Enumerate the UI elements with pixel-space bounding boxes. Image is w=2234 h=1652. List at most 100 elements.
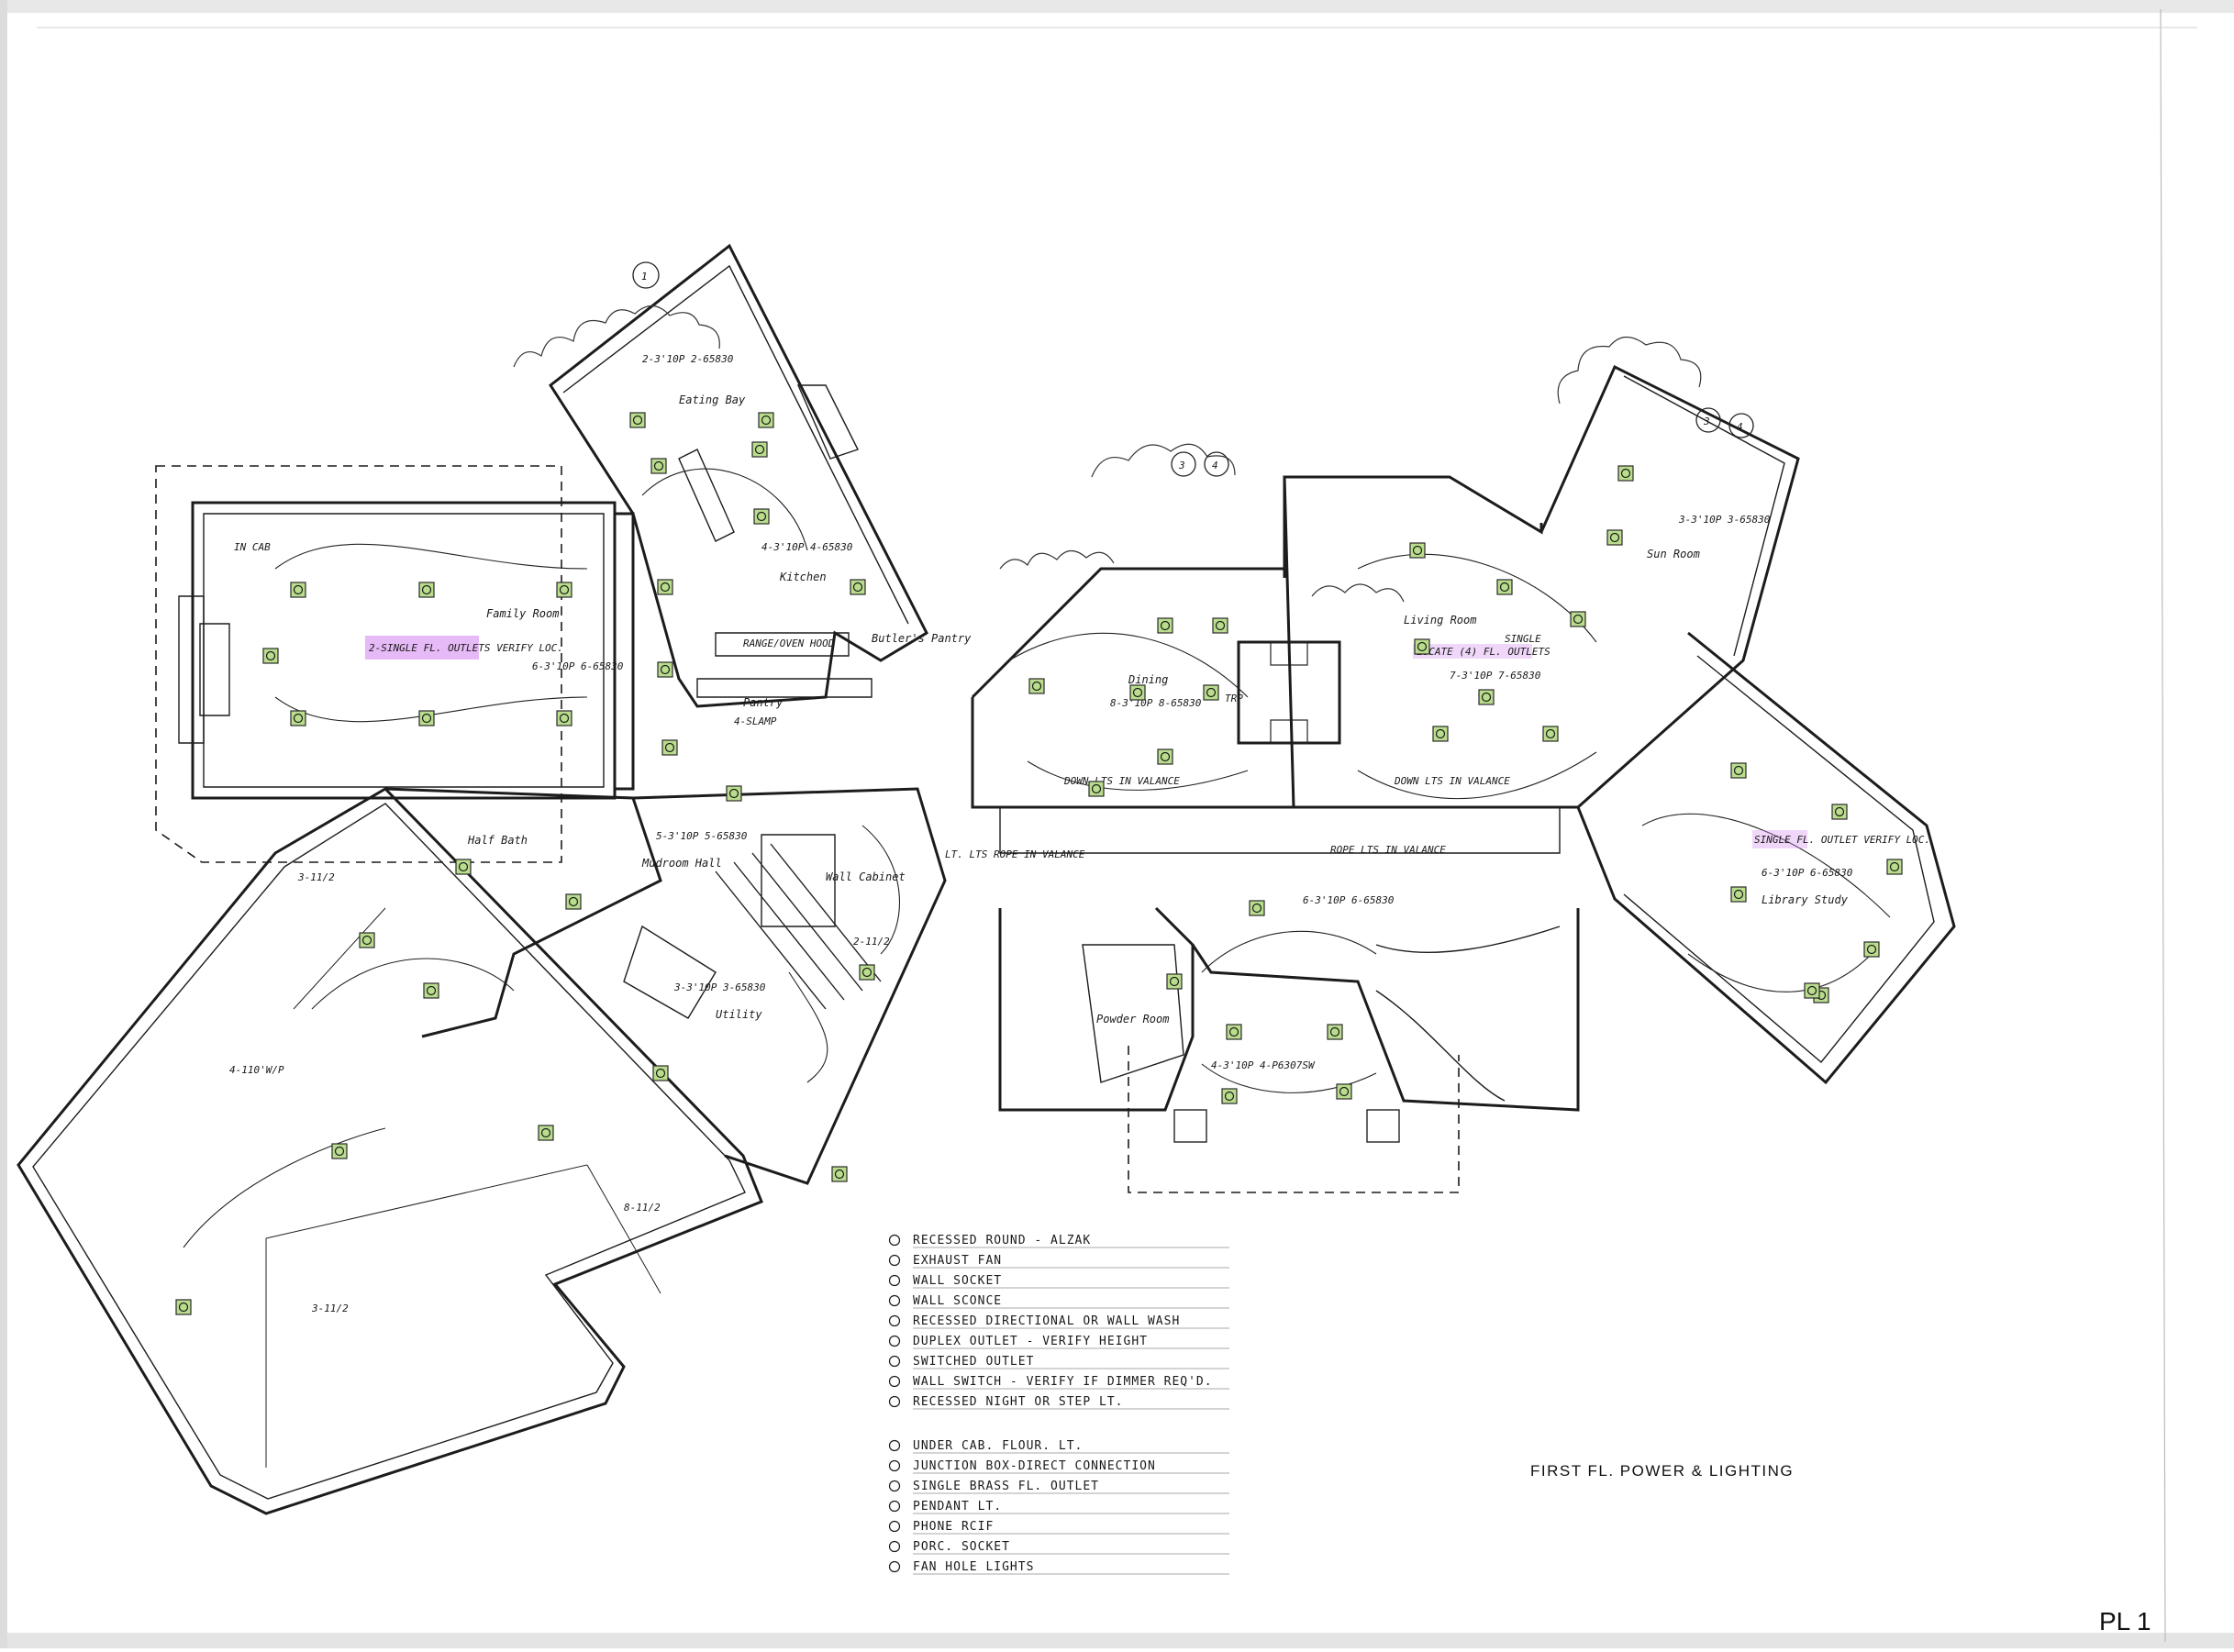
recessed-fixture-icon [556, 582, 572, 598]
note-family-outlets: 2-SINGLE FL. OUTLETS VERIFY LOC. [369, 642, 563, 654]
recessed-fixture-icon [753, 508, 770, 525]
switched-outlet-icon [888, 1355, 901, 1368]
recessed-fixture-icon [290, 582, 306, 598]
legend-row: JUNCTION BOX-DIRECT CONNECTION [888, 1459, 1229, 1474]
recessed-fixture-icon [657, 661, 673, 678]
note-dining-fixtures: 8-3'10P 8-65830 [1110, 697, 1202, 709]
legend-row: PENDANT LT. [888, 1500, 1229, 1514]
recessed-fixture-icon [423, 982, 439, 999]
landscaping [513, 305, 1702, 603]
kitchen-block [548, 243, 928, 708]
recessed-fixture-icon [1570, 611, 1586, 627]
sheet-number: PL 1 [2099, 1607, 2151, 1635]
junction-box-icon [888, 1459, 901, 1472]
recessed-fixture-icon [1166, 973, 1183, 990]
legend-row: RECESSED DIRECTIONAL OR WALL WASH [888, 1314, 1229, 1329]
recessed-fixture-icon [331, 1143, 348, 1159]
foyer-block [998, 906, 1580, 1193]
legend-row: PORC. SOCKET [888, 1540, 1229, 1555]
note-living-single: SINGLE [1505, 633, 1541, 645]
recessed-fixture-icon [556, 710, 572, 726]
room-label-living: Living Room [1404, 614, 1476, 626]
room-label-wall-cabinet: Wall Cabinet [826, 870, 906, 883]
note-utility-fixtures: 3-3'10P 3-65830 [673, 981, 766, 993]
recessed-fixture-icon [1886, 859, 1903, 875]
garage-block [17, 787, 763, 1515]
grid-tag-5: 4 [1737, 421, 1743, 433]
note-living-fixtures: 7-3'10P 7-65830 [1450, 670, 1541, 682]
living-note-highlight [1413, 644, 1532, 659]
recessed-fixture-icon [1028, 678, 1045, 694]
grid-tag-3: 4 [1212, 460, 1218, 471]
legend-label: WALL SOCKET [913, 1274, 1002, 1288]
note-trp: TRP [1225, 693, 1243, 704]
recessed-fixture-icon [1129, 684, 1146, 701]
legend-label: RECESSED DIRECTIONAL OR WALL WASH [913, 1314, 1180, 1328]
recessed-fixture-icon [1432, 726, 1449, 742]
recessed-fixture-icon [1409, 542, 1426, 559]
scan-edge-bottom [0, 1633, 2234, 1648]
room-label-eating-bay: Eating Bay [679, 394, 746, 406]
recessed-fixture-icon [1730, 886, 1747, 903]
recessed-fixtures [175, 412, 1903, 1315]
room-label-half-bath: Half Bath [467, 834, 528, 847]
recessed-fixture-icon [1617, 465, 1634, 482]
room-label-kitchen: Kitchen [779, 571, 827, 583]
porcelain-socket-icon [888, 1540, 901, 1553]
note-pantry-lamp: 4-SLAMP [734, 715, 777, 727]
room-labels: Family Room Eating Bay Kitchen Pantry Bu… [467, 394, 1849, 1026]
recessed-fixture-icon [538, 1125, 554, 1141]
recessed-fixture-icon [1478, 689, 1495, 705]
recessed-fixture-icon [418, 582, 435, 598]
scan-edge-left [0, 0, 7, 1648]
room-label-butlers-pantry: Butler's Pantry [872, 632, 972, 645]
wall-socket-icon [888, 1274, 901, 1287]
recessed-fixture-icon [1327, 1024, 1343, 1040]
recessed-fixture-icon [455, 859, 472, 875]
grid-tag-2: 3 [1178, 460, 1185, 471]
legend-label: PENDANT LT. [913, 1500, 1002, 1513]
room-label-pantry: Pantry [743, 696, 784, 709]
family-note-highlight [365, 636, 479, 660]
pendant-light-icon [888, 1500, 901, 1513]
note-in-cab: IN CAB [234, 541, 271, 553]
note-garage-fixtures: 4-110'W/P [229, 1064, 284, 1076]
phone-jack-icon [888, 1520, 901, 1533]
recessed-directional-icon [888, 1314, 901, 1327]
note-library-outlet: SINGLE FL. OUTLET VERIFY LOC. [1754, 834, 1930, 846]
note-down-lts-living: DOWN LTS IN VALANCE [1394, 775, 1510, 787]
grid-tags: 1 3 4 3 4 [632, 261, 1754, 477]
note-hall-fixtures: 5-3'10P 5-65830 [656, 830, 748, 842]
note-kitchen-fixtures: 4-3'10P 4-65830 [761, 541, 853, 553]
circuit-arcs [183, 468, 1891, 1248]
legend-label: SINGLE BRASS FL. OUTLET [913, 1480, 1099, 1493]
wall-switch-icon [888, 1375, 901, 1388]
legend-row: SWITCHED OUTLET [888, 1355, 1229, 1369]
legend-label: DUPLEX OUTLET - VERIFY HEIGHT [913, 1335, 1148, 1348]
recessed-fixture-icon [1157, 617, 1173, 634]
recessed-fixture-icon [1336, 1083, 1352, 1100]
recessed-fixture-icon [565, 893, 582, 910]
single-floor-outlet-icon [888, 1480, 901, 1492]
note-living-outlets: LOCATE (4) FL. OUTLETS [1417, 646, 1550, 658]
recessed-fixture-icon [1221, 1088, 1238, 1104]
sheet-border-right [2160, 8, 2166, 1643]
legend-row: WALL SOCKET [888, 1274, 1229, 1289]
fan-hole-lights-icon [888, 1560, 901, 1573]
note-eating-fixtures: 2-3'10P 2-65830 [642, 353, 734, 365]
recessed-fixture-icon [1203, 684, 1219, 701]
legend-label: RECESSED NIGHT OR STEP LT. [913, 1395, 1124, 1409]
legend-label: PHONE RCIF [913, 1520, 994, 1534]
recessed-fixture-icon [359, 932, 375, 948]
room-label-family: Family Room [486, 607, 559, 620]
legend-row: FAN HOLE LIGHTS [888, 1560, 1229, 1575]
room-label-utility: Utility [716, 1008, 762, 1021]
legend-row: SINGLE BRASS FL. OUTLET [888, 1480, 1229, 1494]
legend-row: EXHAUST FAN [888, 1254, 1229, 1269]
recessed-fixture-icon [657, 579, 673, 595]
legend-row: PHONE RCIF [888, 1520, 1229, 1535]
recessed-fixture-icon [726, 785, 742, 802]
legend-label: WALL SWITCH - VERIFY IF DIMMER REQ'D. [913, 1375, 1213, 1389]
note-family-fixtures: 6-3'10P 6-65830 [532, 660, 624, 672]
